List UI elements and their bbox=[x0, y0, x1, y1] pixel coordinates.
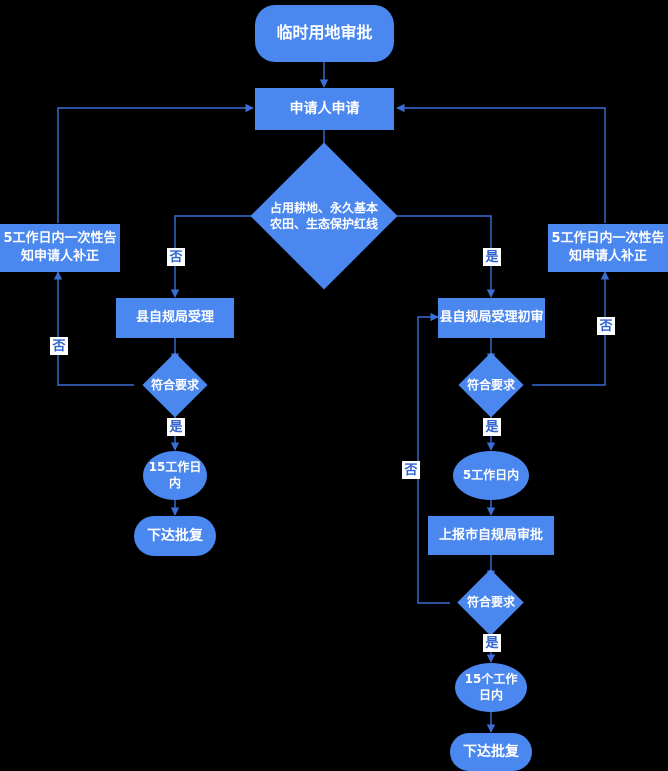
node-reply-right[interactable]: 下达批复 bbox=[450, 733, 532, 771]
node-fix-notice-left-label: 5工作日内一次性告知申请人补正 bbox=[3, 231, 117, 264]
edge-label-no-city-loop: 否 bbox=[402, 461, 420, 479]
node-check-requirements-city[interactable]: 符合要求 bbox=[450, 569, 532, 636]
edge-label-yes-right-days: 是 bbox=[483, 418, 501, 436]
node-county-accept-label: 县自规局受理 bbox=[135, 310, 214, 326]
edge-label-yes-to-first: 是 bbox=[483, 248, 501, 266]
edge-label-no-to-county: 否 bbox=[167, 248, 185, 266]
edge-check-city-loop bbox=[417, 312, 450, 604]
node-decide-land-use-label: 占用耕地、永久基本农田、生态保护红线 bbox=[269, 200, 378, 231]
node-start[interactable]: 临时用地审批 bbox=[255, 5, 394, 62]
edge-label-no-left-loop: 否 bbox=[50, 337, 68, 355]
node-decide-land-use[interactable]: 占用耕地、永久基本农田、生态保护红线 bbox=[250, 142, 398, 290]
edge-fix-right-apply bbox=[396, 103, 606, 223]
node-check-requirements-right-label: 符合要求 bbox=[466, 377, 515, 392]
node-fix-notice-right-label: 5工作日内一次性告知申请人补正 bbox=[551, 231, 665, 264]
node-county-first-review-label: 县自规局受理初审 bbox=[439, 310, 544, 326]
node-days5-right[interactable]: 5工作日内 bbox=[453, 451, 529, 500]
edge-decision-county-accept bbox=[170, 215, 255, 298]
edge-fix-left-apply bbox=[57, 103, 254, 223]
node-check-requirements-city-label: 符合要求 bbox=[466, 595, 515, 610]
node-fix-notice-right[interactable]: 5工作日内一次性告知申请人补正 bbox=[548, 224, 668, 272]
node-days15-left[interactable]: 15工作日内 bbox=[143, 451, 207, 500]
node-check-requirements-left-label: 符合要求 bbox=[150, 377, 199, 392]
edge-decision-county-first bbox=[393, 215, 496, 298]
node-county-accept[interactable]: 县自规局受理 bbox=[116, 298, 234, 338]
edge-check-left-fix bbox=[53, 271, 134, 386]
node-county-first-review[interactable]: 县自规局受理初审 bbox=[438, 298, 545, 338]
node-report-city[interactable]: 上报市自规局审批 bbox=[428, 516, 554, 555]
edge-label-yes-city-days: 是 bbox=[483, 634, 501, 652]
node-apply-label: 申请人申请 bbox=[289, 100, 360, 117]
node-fix-notice-left[interactable]: 5工作日内一次性告知申请人补正 bbox=[0, 224, 120, 272]
node-report-city-label: 上报市自规局审批 bbox=[438, 527, 543, 543]
node-days15-city-label: 15个工作日内 bbox=[464, 671, 518, 702]
node-days15-left-label: 15工作日内 bbox=[148, 459, 202, 490]
node-check-requirements-right[interactable]: 符合要求 bbox=[450, 352, 532, 418]
node-reply-left-label: 下达批复 bbox=[147, 527, 203, 544]
node-reply-right-label: 下达批复 bbox=[463, 743, 519, 760]
node-days5-right-label: 5工作日内 bbox=[462, 467, 520, 482]
node-reply-left[interactable]: 下达批复 bbox=[134, 516, 216, 556]
edge-label-no-right-loop: 否 bbox=[597, 317, 615, 335]
node-apply[interactable]: 申请人申请 bbox=[255, 88, 394, 130]
node-start-label: 临时用地审批 bbox=[276, 23, 373, 43]
edge-label-yes-left-days: 是 bbox=[167, 418, 185, 436]
node-check-requirements-left[interactable]: 符合要求 bbox=[134, 352, 216, 418]
edge-check-right-fix bbox=[532, 271, 610, 386]
node-days15-city[interactable]: 15个工作日内 bbox=[455, 663, 527, 712]
